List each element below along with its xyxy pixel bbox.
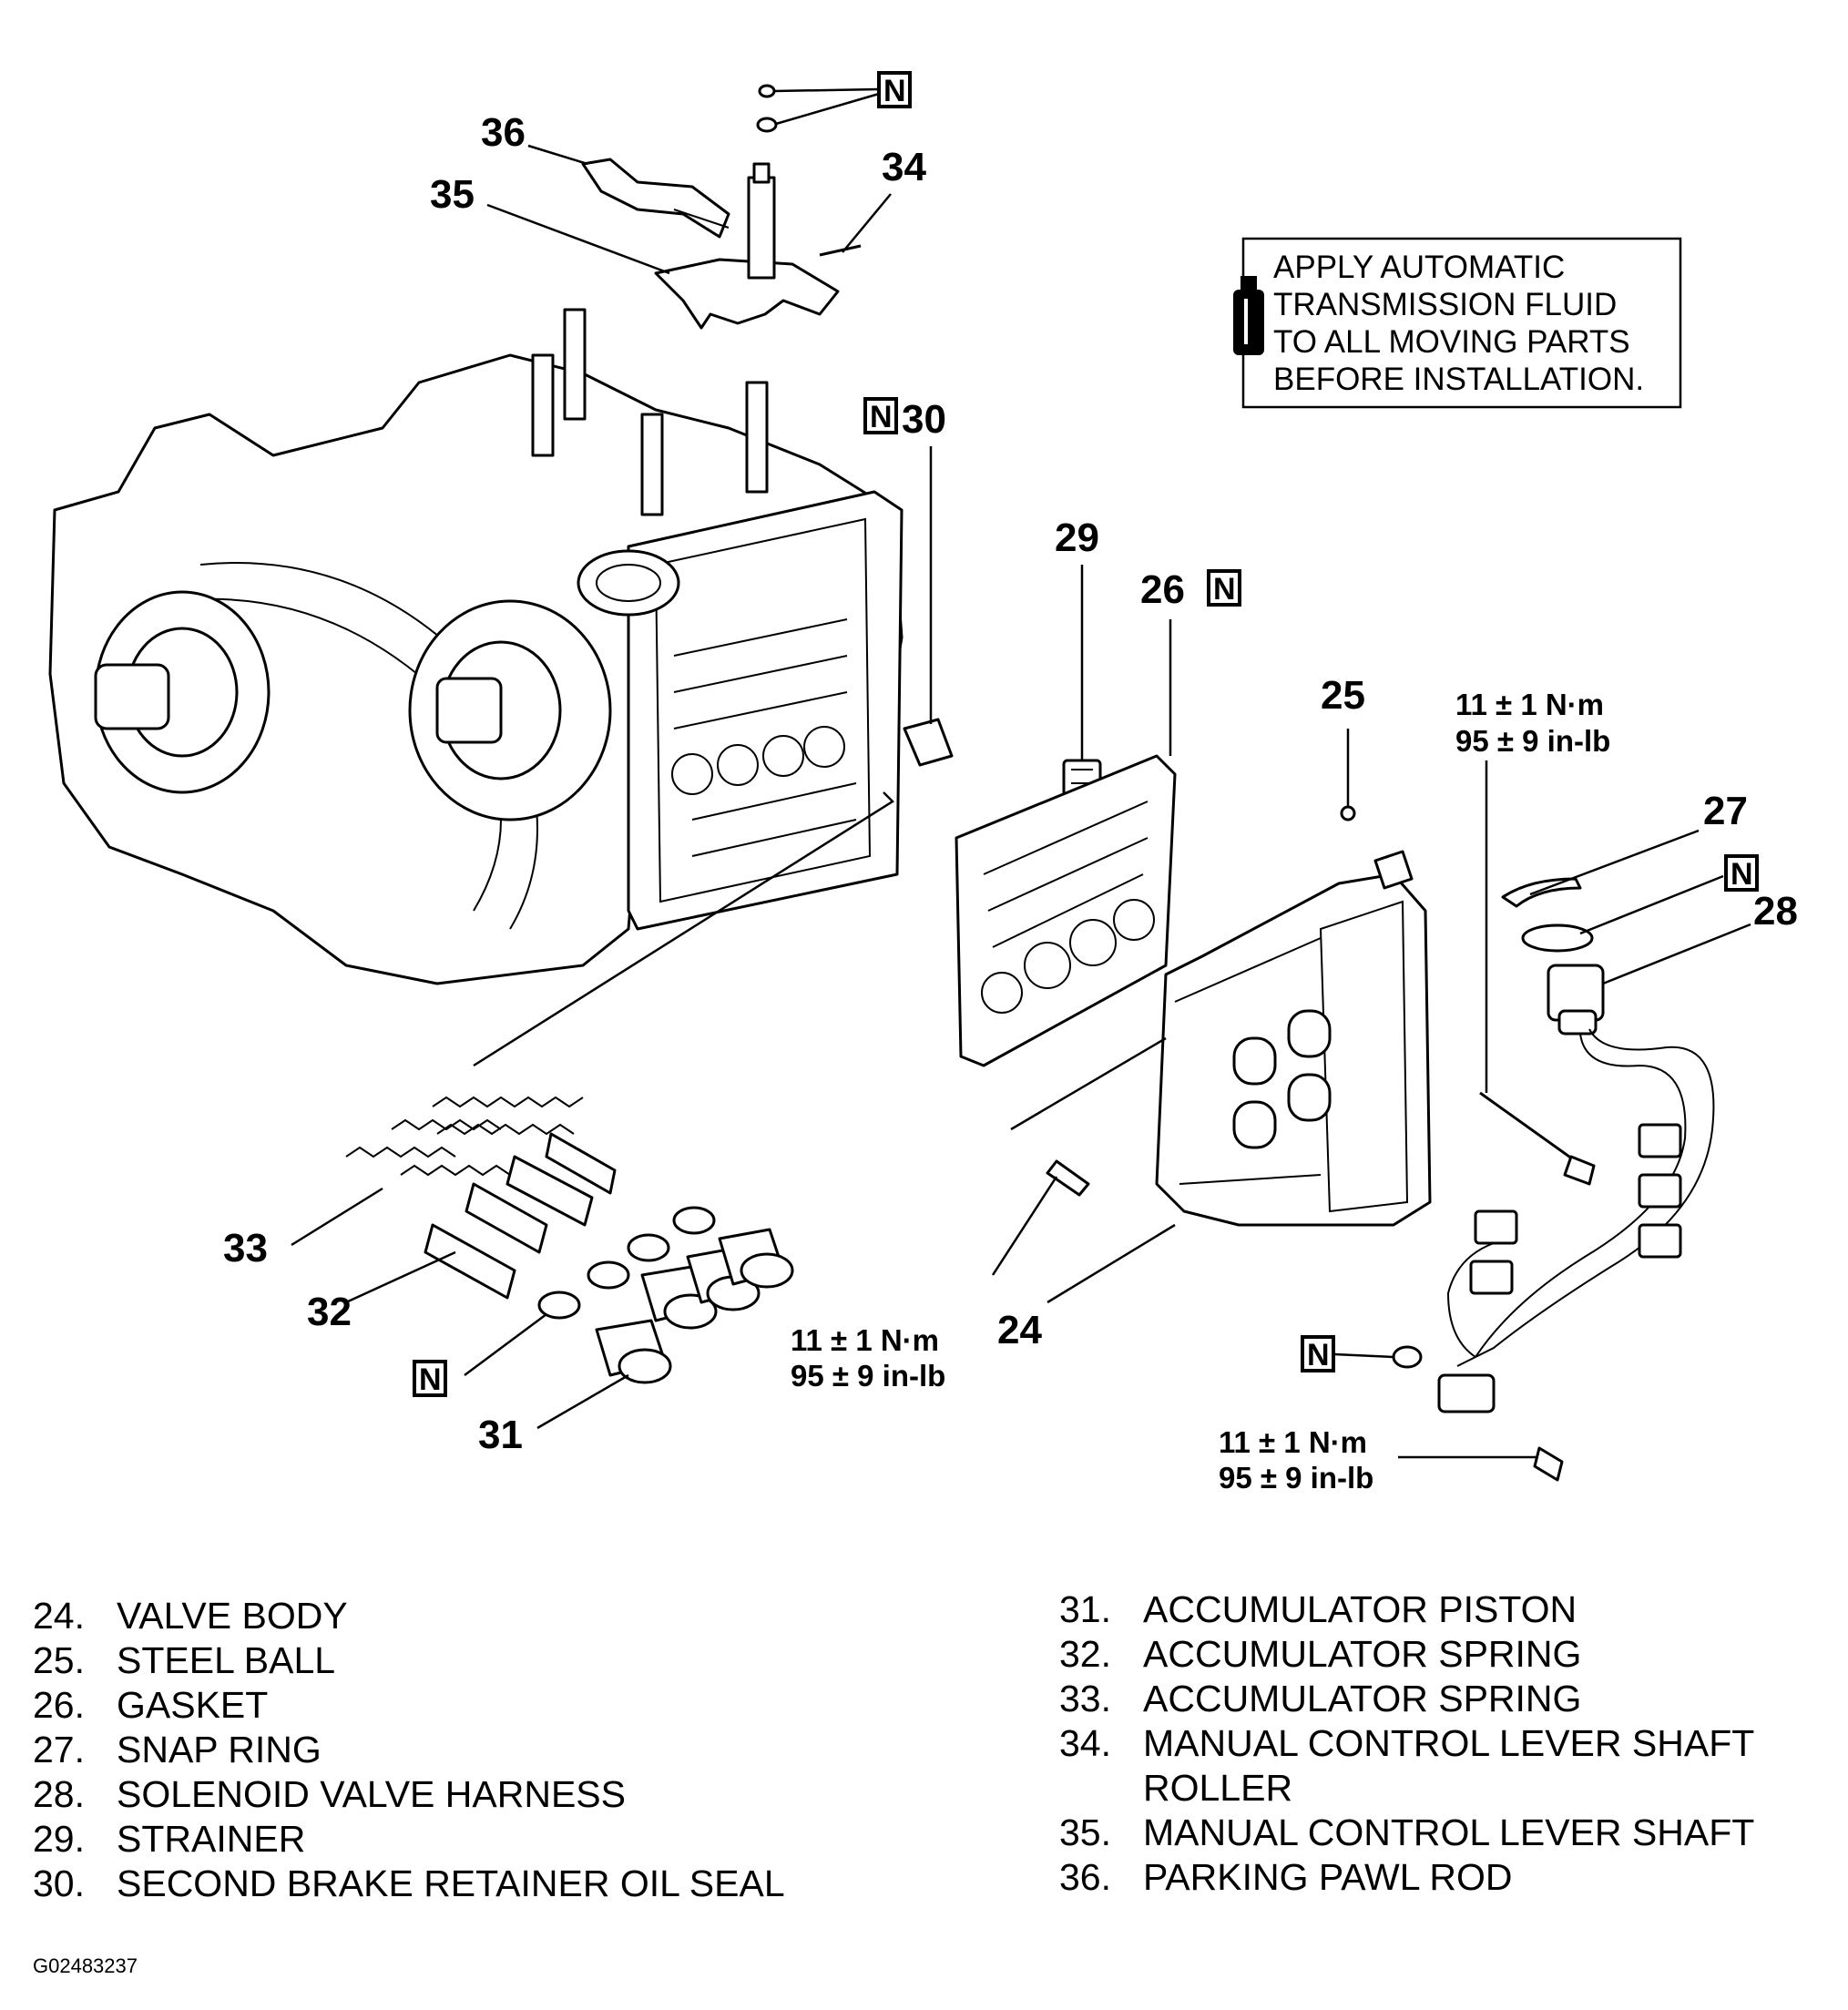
legend-item: 31.ACCUMULATOR PISTON — [1059, 1588, 1577, 1630]
callout-30: 30 — [902, 397, 946, 442]
torque-inlb: 95 ± 9 in-lb — [1219, 1461, 1373, 1495]
svg-text:N: N — [1731, 857, 1753, 892]
callout-26: 26 — [1140, 567, 1185, 612]
legend-item: 32.ACCUMULATOR SPRING — [1059, 1633, 1582, 1675]
legend-item: 35.MANUAL CONTROL LEVER SHAFT — [1059, 1811, 1755, 1853]
torque-nm: 11 ± 1 N·m — [1455, 688, 1604, 721]
legend-item: 24.VALVE BODY — [33, 1595, 348, 1637]
callout-27: 27 — [1703, 789, 1748, 833]
svg-text:N: N — [870, 400, 893, 434]
pistons-drawing — [537, 1206, 794, 1384]
legend-item: 28.SOLENOID VALVE HARNESS — [33, 1773, 626, 1815]
figure-code: G02483237 — [33, 1954, 138, 1977]
new-part-box: N — [863, 397, 898, 434]
transmission-case-drawing — [48, 308, 904, 985]
fluid-note: APPLY AUTOMATIC TRANSMISSION FLUID TO AL… — [1233, 237, 1682, 409]
legend-item: 34.MANUAL CONTROL LEVER SHAFT — [1059, 1722, 1755, 1764]
torque-inlb: 95 ± 9 in-lb — [1455, 724, 1610, 758]
leader-lines — [291, 87, 1751, 1459]
springs-drawing — [345, 1096, 617, 1300]
legend-item: ROLLER — [1143, 1767, 1293, 1809]
callout-25: 25 — [1321, 673, 1365, 718]
torque-specs: 11 ± 1 N·m 95 ± 9 in-lb 11 ± 1 N·m 95 ± … — [791, 688, 1610, 1495]
oil-seal-drawing — [903, 718, 954, 767]
legend-item: 33.ACCUMULATOR SPRING — [1059, 1678, 1582, 1719]
manual-control-lever-drawing — [581, 84, 862, 330]
legend-item: 29.STRAINER — [33, 1818, 306, 1860]
legend-item: 30.SECOND BRAKE RETAINER OIL SEAL — [33, 1862, 785, 1904]
valve-body-bolt-drawing — [1479, 1091, 1596, 1186]
parts-legend-left: 24.VALVE BODY 25.STEEL BALL 26.GASKET 27… — [33, 1594, 785, 1906]
callout-28: 28 — [1753, 889, 1798, 934]
callout-labels: 36 35 34 30 29 26 25 27 28 24 33 32 31 — [223, 110, 1798, 1457]
note-line-2: TRANSMISSION FLUID — [1273, 287, 1617, 322]
new-part-box: N — [413, 1360, 447, 1397]
callout-36: 36 — [481, 110, 526, 155]
note-line-4: BEFORE INSTALLATION. — [1273, 362, 1644, 397]
svg-text:N: N — [419, 1362, 442, 1397]
parts-legend-right: 31.ACCUMULATOR PISTON 32.ACCUMULATOR SPR… — [1059, 1587, 1754, 1900]
callout-34: 34 — [882, 145, 926, 189]
legend-item: 36.PARKING PAWL ROD — [1059, 1856, 1513, 1898]
legend-item: 26.GASKET — [33, 1684, 269, 1726]
callout-31: 31 — [478, 1413, 523, 1457]
new-part-box: N — [1724, 854, 1759, 892]
note-line-3: TO ALL MOVING PARTS — [1273, 324, 1630, 360]
callout-33: 33 — [223, 1226, 268, 1270]
torque-nm: 11 ± 1 N·m — [1219, 1425, 1367, 1459]
harness-drawing — [1392, 877, 1715, 1482]
svg-text:N: N — [883, 74, 906, 108]
legend-item: 27.SNAP RING — [33, 1729, 322, 1770]
callout-35: 35 — [430, 172, 475, 217]
gasket-drawing — [955, 754, 1177, 1067]
steel-ball-drawing — [1340, 805, 1356, 821]
valve-body-drawing — [1046, 850, 1432, 1227]
new-part-box: N — [877, 71, 912, 108]
svg-text:N: N — [1213, 572, 1236, 607]
fluid-bottle-icon — [1233, 276, 1264, 355]
torque-inlb: 95 ± 9 in-lb — [791, 1359, 945, 1393]
note-line-1: APPLY AUTOMATIC — [1273, 250, 1565, 285]
legend-item: 25.STEEL BALL — [33, 1639, 336, 1681]
torque-nm: 11 ± 1 N·m — [791, 1323, 939, 1357]
new-part-marks: N N N N N N — [413, 71, 1759, 1397]
callout-29: 29 — [1055, 515, 1099, 560]
new-part-box: N — [1301, 1335, 1335, 1372]
new-part-box: N — [1207, 569, 1241, 607]
callout-32: 32 — [307, 1290, 352, 1334]
svg-text:N: N — [1307, 1338, 1330, 1372]
callout-24: 24 — [997, 1308, 1042, 1352]
